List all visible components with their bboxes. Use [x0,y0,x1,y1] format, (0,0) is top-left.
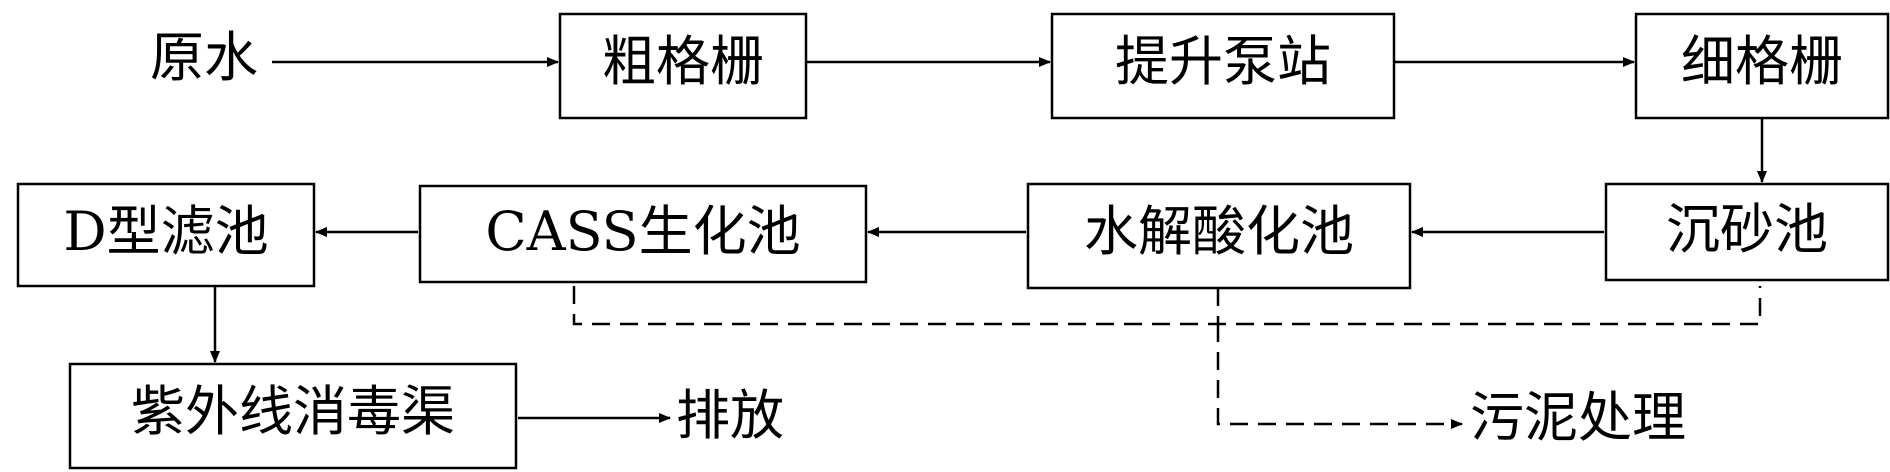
node-cass-tank: CASS生化池 [418,184,868,284]
node-lift-pump-station: 提升泵站 [1050,12,1396,120]
node-uv-disinfection-channel: 紫外线消毒渠 [68,362,518,470]
node-uv-disinfection-channel-label: 紫外线消毒渠 [131,380,455,443]
sludge-to-treatment-line [1216,324,1463,429]
node-d-filter: D型滤池 [16,182,316,288]
sludge-collector-line [572,286,1762,326]
node-d-filter-label: D型滤池 [63,200,268,263]
label-raw-water: 原水 [150,26,258,89]
node-coarse-screen-label: 粗格栅 [602,30,764,93]
label-sludge-treatment: 污泥处理 [1470,386,1686,449]
node-hydrolysis-acidification-tank-label: 水解酸化池 [1084,200,1354,263]
node-coarse-screen: 粗格栅 [558,12,808,120]
node-fine-screen: 细格栅 [1634,12,1890,120]
node-lift-pump-station-label: 提升泵站 [1115,30,1331,93]
label-discharge: 排放 [676,384,784,447]
node-cass-tank-label: CASS生化池 [485,200,800,263]
node-grit-chamber-label: 沉砂池 [1666,198,1828,261]
node-grit-chamber: 沉砂池 [1604,182,1890,282]
node-hydrolysis-acidification-tank: 水解酸化池 [1026,182,1412,290]
node-fine-screen-label: 细格栅 [1681,30,1843,93]
